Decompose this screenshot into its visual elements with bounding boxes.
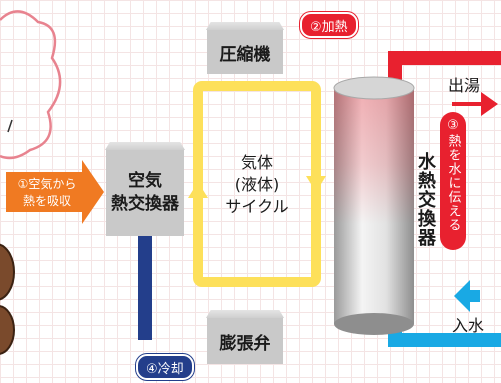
absorb-arrow bbox=[6, 160, 104, 224]
expansion-valve-box: 膨張弁 bbox=[207, 318, 283, 364]
hot-water-out-label: 出湯 bbox=[448, 76, 481, 95]
transfer-badge-label: ③熱を水に伝える bbox=[445, 118, 461, 232]
water-in-label: 入水 bbox=[452, 316, 485, 335]
thought-bubble-tick bbox=[7, 119, 13, 133]
absorb-label: ①空気から 熱を吸収 bbox=[10, 176, 84, 210]
air-exchanger-label-2: 熱交換器 bbox=[111, 194, 179, 214]
water-exchanger-label: 水熱交換器 bbox=[415, 152, 436, 247]
cycle-arrow-left bbox=[188, 182, 208, 198]
transfer-badge: ③熱を水に伝える bbox=[440, 112, 466, 250]
cycle-label-2: (液体) bbox=[234, 175, 280, 194]
cool-badge: ④冷却 bbox=[136, 354, 194, 380]
absorb-label-1: ①空気から bbox=[17, 177, 77, 191]
compressor-label: 圧縮機 bbox=[219, 44, 271, 65]
compressor-box: 圧縮機 bbox=[207, 30, 283, 74]
thought-bubble bbox=[0, 10, 62, 160]
out-arrow bbox=[452, 92, 498, 116]
heat-badge: ②加熱 bbox=[300, 12, 358, 38]
cycle-label-1: 気体 bbox=[240, 153, 273, 172]
cycle-label: 気体 (液体) サイクル bbox=[215, 152, 299, 218]
cycle-label-3: サイクル bbox=[225, 197, 289, 216]
character-shape-upper bbox=[0, 243, 15, 301]
expansion-valve-label: 膨張弁 bbox=[219, 333, 271, 354]
heat-badge-label: ②加熱 bbox=[310, 19, 348, 35]
absorb-label-2: 熱を吸収 bbox=[22, 194, 71, 208]
air-heat-exchanger-box: 空気 熱交換器 bbox=[106, 150, 184, 236]
in-arrow bbox=[454, 280, 480, 312]
cool-badge-label: ④冷却 bbox=[146, 361, 184, 377]
air-exchanger-label-1: 空気 bbox=[128, 171, 162, 191]
cycle-arrow-right bbox=[306, 176, 326, 192]
character-shape-lower bbox=[0, 305, 15, 355]
